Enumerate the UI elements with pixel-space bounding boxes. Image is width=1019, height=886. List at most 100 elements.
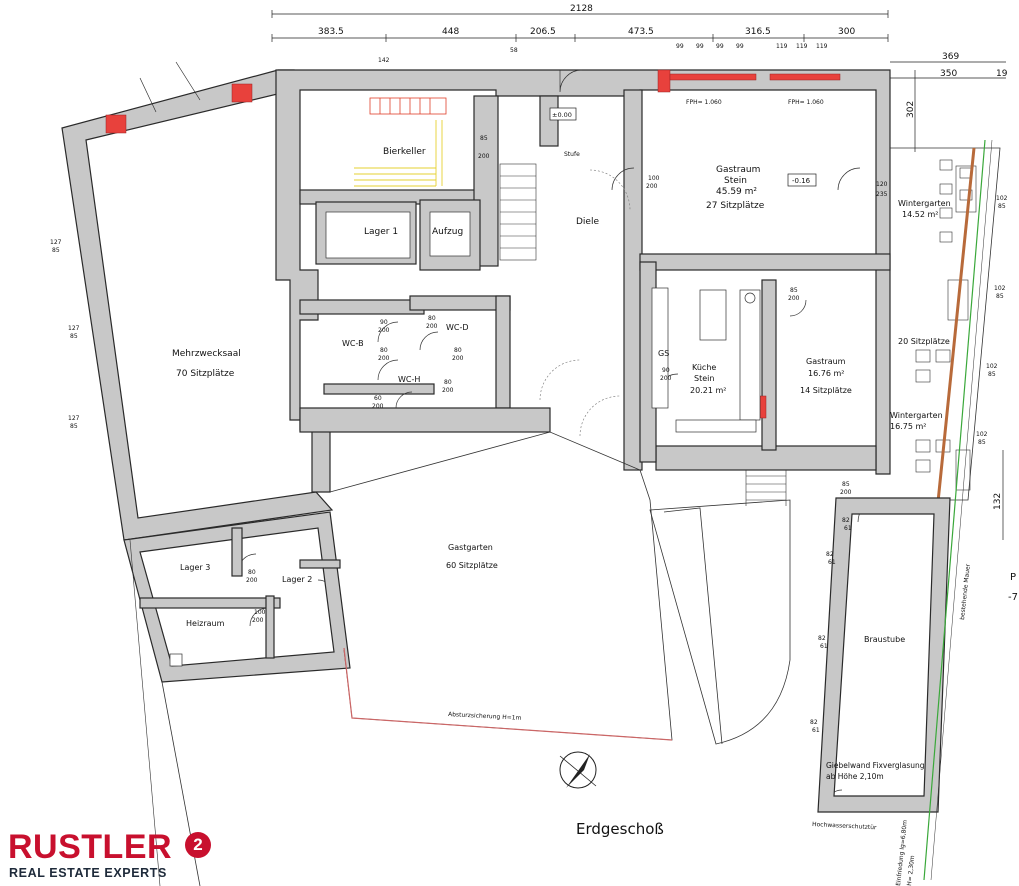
room-wintergarten2: Wintergarten: [890, 411, 943, 420]
label-stufe: Stufe: [564, 151, 580, 158]
dim-seg-4: 473.5: [628, 27, 654, 37]
brand-tagline: REAL ESTATE EXPERTS: [9, 866, 167, 880]
main-walls: [61, 69, 891, 541]
lower-left-walls: [123, 511, 351, 886]
svg-text:90: 90: [380, 319, 388, 326]
svg-text:200: 200: [840, 489, 852, 496]
svg-text:85: 85: [978, 439, 986, 446]
svg-text:61: 61: [828, 559, 836, 566]
room-kueche-floor: Stein: [694, 374, 714, 383]
room-heizraum: Heizraum: [186, 619, 225, 628]
svg-text:127: 127: [68, 325, 80, 332]
svg-text:200: 200: [452, 355, 464, 362]
dim-total: 2128: [570, 4, 593, 14]
dim-seg-5: 316.5: [745, 27, 771, 37]
room-wcd: WC-D: [446, 323, 469, 332]
svg-text:99: 99: [716, 43, 724, 50]
svg-text:100: 100: [254, 609, 266, 616]
room-gastraum2-seats: 14 Sitzplätze: [800, 386, 852, 395]
label-gs: GS: [658, 349, 669, 358]
dim-seg-6: 300: [838, 27, 855, 37]
svg-text:200: 200: [788, 295, 800, 302]
label-giebelwand-2: ab Höhe 2,10m: [826, 772, 884, 781]
svg-text:58: 58: [510, 47, 518, 54]
dim-right-vertical-2: 132: [993, 493, 1003, 510]
svg-text:90: 90: [662, 367, 670, 374]
brand-name: RUSTLER: [8, 828, 173, 866]
svg-text:85: 85: [998, 203, 1006, 210]
svg-text:85: 85: [52, 247, 60, 254]
room-gastraum1-area: 45.59 m²: [716, 187, 757, 197]
svg-text:61: 61: [820, 643, 828, 650]
svg-text:200: 200: [378, 327, 390, 334]
compass-icon: [559, 751, 597, 789]
floor-title: Erdgeschoß: [576, 820, 664, 838]
svg-text:200: 200: [378, 355, 390, 362]
svg-text:61: 61: [812, 727, 820, 734]
annex-walls: [817, 139, 1001, 881]
svg-text:85: 85: [996, 293, 1004, 300]
room-wintergarten1-area: 14.52 m²: [902, 210, 938, 219]
room-wintergarten2-seats: 20 Sitzplätze: [898, 337, 950, 346]
label-absturz: Absturzsicherung H=1m: [448, 711, 522, 722]
room-gastraum1-seats: 27 Sitzplätze: [706, 201, 765, 211]
room-gastraum1: Gastraum: [716, 165, 760, 175]
svg-text:82: 82: [842, 517, 850, 524]
svg-text:80: 80: [428, 315, 436, 322]
room-lager2: Lager 2: [282, 575, 312, 584]
svg-text:200: 200: [660, 375, 672, 382]
svg-text:200: 200: [372, 403, 384, 410]
svg-text:85: 85: [480, 135, 488, 142]
svg-text:60: 60: [374, 395, 382, 402]
svg-text:119: 119: [796, 43, 808, 50]
svg-text:200: 200: [246, 577, 258, 584]
svg-text:82: 82: [810, 719, 818, 726]
dim-seg-1: 383.5: [318, 27, 344, 37]
level-gastraum1: -0.16: [792, 177, 811, 185]
svg-text:120: 120: [876, 181, 888, 188]
svg-text:100: 100: [648, 175, 660, 182]
svg-text:200: 200: [442, 387, 454, 394]
svg-text:200: 200: [646, 183, 658, 190]
room-wintergarten2-area: 16.75 m²: [890, 422, 926, 431]
svg-text:85: 85: [988, 371, 996, 378]
room-mehrzwecksaal: Mehrzwecksaal: [172, 349, 241, 359]
svg-text:200: 200: [252, 617, 264, 624]
svg-text:80: 80: [444, 379, 452, 386]
room-wintergarten1: Wintergarten: [898, 199, 951, 208]
dim-right-3: 19: [996, 69, 1008, 79]
room-gastraum2: Gastraum: [806, 357, 846, 366]
level-zero: ±0.00: [552, 111, 572, 119]
svg-text:142: 142: [378, 57, 390, 64]
svg-text:119: 119: [816, 43, 828, 50]
svg-text:200: 200: [426, 323, 438, 330]
room-diele: Diele: [576, 217, 599, 227]
label-fph2: FPH= 1.060: [788, 99, 824, 106]
svg-text:82: 82: [826, 551, 834, 558]
dim-seg-3: 206.5: [530, 27, 556, 37]
wintergarten-tables: [915, 159, 977, 491]
svg-text:127: 127: [68, 415, 80, 422]
room-labels: Mehrzwecksaal 70 Sitzplätze Bierkeller L…: [172, 99, 1018, 886]
svg-text:61: 61: [844, 525, 852, 532]
svg-text:235: 235: [876, 191, 888, 198]
dimension-chain-top: 2128 383.5 448 206.5 473.5 316.5 300 369…: [271, 4, 1008, 540]
dim-seg-2: 448: [442, 27, 459, 37]
room-lager3: Lager 3: [180, 563, 210, 572]
svg-text:119: 119: [776, 43, 788, 50]
room-kueche-area: 20.21 m²: [690, 386, 726, 395]
svg-text:80: 80: [380, 347, 388, 354]
room-kueche: Küche: [692, 363, 716, 372]
label-giebelwand-1: Giebelwand Fixverglasung: [826, 761, 925, 770]
dim-right-vertical-1: 302: [906, 101, 916, 118]
label-mauer: bestehende Mauer: [959, 563, 972, 620]
svg-text:80: 80: [248, 569, 256, 576]
svg-text:99: 99: [676, 43, 684, 50]
dim-right-1: 369: [942, 52, 959, 62]
gastgarten-area: [329, 431, 791, 745]
svg-text:99: 99: [696, 43, 704, 50]
svg-text:85: 85: [790, 287, 798, 294]
label-einfriedung-2: H= 2,30m: [906, 855, 916, 886]
room-gastgarten-seats: 60 Sitzplätze: [446, 561, 498, 570]
